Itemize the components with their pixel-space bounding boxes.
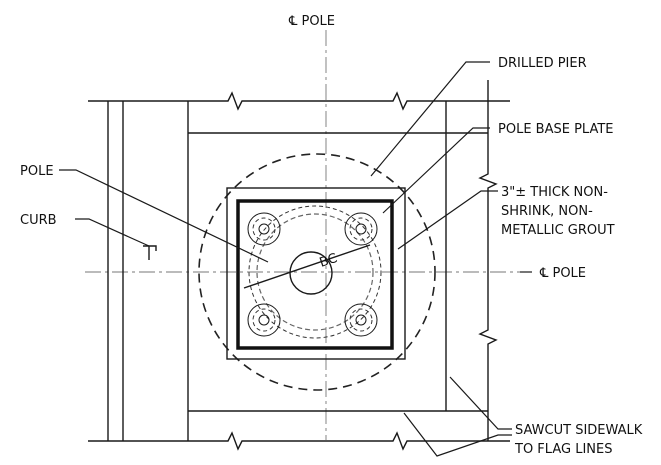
sawcut-label-line-2: TO FLAG LINES bbox=[514, 442, 612, 457]
bolt-circle-inner bbox=[256, 213, 374, 331]
top-sidewalk-edge-line bbox=[88, 91, 510, 111]
sawcut-leader-upper bbox=[449, 376, 512, 430]
curb-label: CURB bbox=[20, 213, 57, 228]
pole-leader bbox=[59, 169, 269, 263]
pole-base-plate-label: POLE BASE PLATE bbox=[498, 122, 614, 137]
anchor-bolt-bottom-left bbox=[247, 303, 281, 337]
right-sidewalk-break-line bbox=[478, 80, 498, 441]
bc-label: BC bbox=[318, 251, 340, 271]
grout-pad-outline bbox=[226, 187, 406, 360]
sawcut-leader-lower bbox=[403, 412, 512, 457]
pole-label: POLE bbox=[20, 164, 54, 179]
grout-label-line-1: 3"± THICK NON- bbox=[501, 185, 608, 200]
grout-label-line-3: METALLIC GROUT bbox=[501, 223, 615, 238]
grout-label-line-2: SHRINK, NON- bbox=[501, 204, 593, 219]
drilled-pier-circle bbox=[198, 153, 436, 391]
drilled-pier-leader bbox=[370, 61, 490, 177]
bottom-sidewalk-edge-line bbox=[88, 431, 510, 451]
sawcut-label-line-1: SAWCUT SIDEWALK bbox=[515, 423, 643, 438]
centerline-pole-right-label: ℄ POLE bbox=[539, 266, 586, 281]
pole-base-plate-leader bbox=[382, 127, 490, 214]
curb-symbol bbox=[143, 245, 157, 260]
bolt-circle bbox=[248, 205, 382, 339]
bolt-circle-diameter-line bbox=[243, 244, 371, 289]
grout-leader bbox=[397, 190, 498, 250]
anchor-bolt-bottom-right bbox=[344, 303, 378, 337]
curb-leader bbox=[75, 218, 150, 247]
pole-base-plate bbox=[236, 199, 394, 350]
anchor-bolt-top-right bbox=[344, 212, 378, 246]
anchor-bolt-top-left bbox=[247, 212, 281, 246]
drilled-pier-label: DRILLED PIER bbox=[498, 56, 587, 71]
centerline-pole-top-label: ℄ POLE bbox=[288, 14, 335, 29]
